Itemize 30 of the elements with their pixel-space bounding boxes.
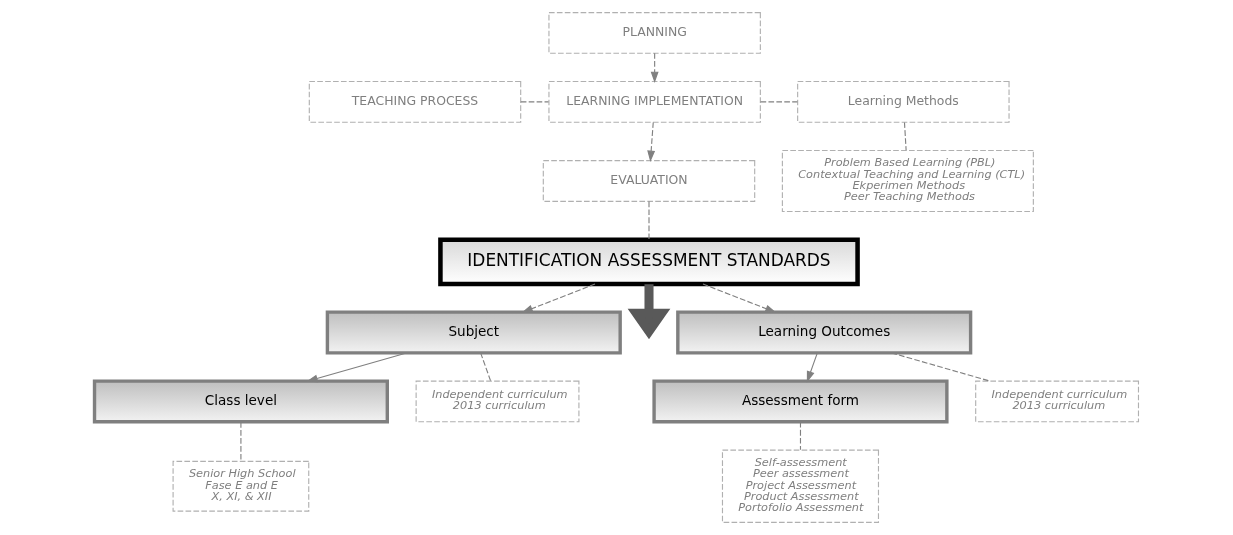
node-box: Class level <box>92 379 389 424</box>
node-box: LEARNING IMPLEMENTATION <box>548 80 761 123</box>
node-box: Independent curriculum 2013 curriculum <box>415 380 580 423</box>
node-box: Subject <box>325 310 622 355</box>
arrow <box>306 352 407 383</box>
connector <box>903 121 907 151</box>
node-box: Learning Outcomes <box>676 310 973 355</box>
node-box: EVALUATION <box>542 160 756 202</box>
node-box: Independent curriculum 2013 curriculum <box>975 380 1140 423</box>
arrow <box>647 121 656 162</box>
node-box: Problem Based Learning (PBL) Contextual Teaching and Learning (CTL) Ekperimen Methods Peer Teaching Methods <box>781 149 1034 213</box>
arrow <box>650 52 659 83</box>
connector <box>648 201 650 240</box>
connector <box>480 352 492 382</box>
node-box: Assessment form <box>652 379 949 424</box>
arrow <box>702 283 777 313</box>
connector <box>891 352 991 382</box>
connector <box>240 421 242 462</box>
node-box: Self-assessment Peer assessment Project Assessment Product Assessment Portofolio Assessment <box>721 449 880 523</box>
node-box: PLANNING <box>548 12 761 54</box>
node-box: IDENTIFICATION ASSESSMENT STANDARDS <box>438 237 860 287</box>
arrow <box>521 283 596 313</box>
connector <box>759 101 798 103</box>
node-box: Learning Methods <box>797 80 1010 123</box>
node-box: TEACHING PROCESS <box>308 80 522 123</box>
node-box: Senior High School Fase E and E X, XI, & XII <box>172 460 310 512</box>
arrow <box>806 352 818 383</box>
connector <box>520 101 550 103</box>
arrow <box>627 284 671 340</box>
connector <box>799 421 802 451</box>
